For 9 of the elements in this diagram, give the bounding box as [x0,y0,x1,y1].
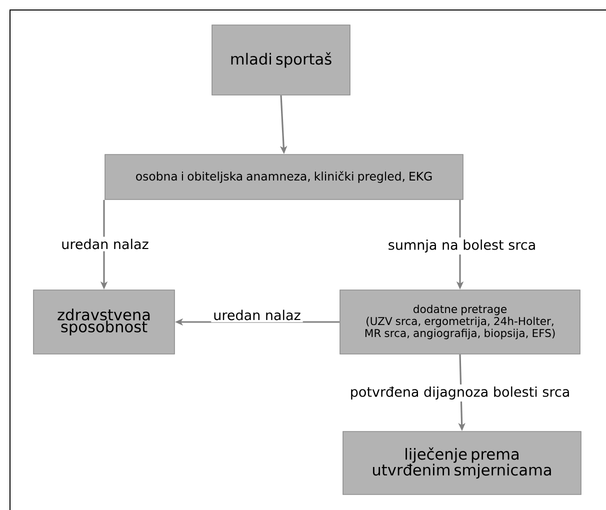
edge-label: uredan nalaz [59,236,151,252]
edge-label: sumnja na bolest srca [386,237,538,255]
process-box: dodatne pretrage (UZV srca, ergometrija, 24h-Holter, MR srca, angiografija, biopsija, EFS) [340,290,580,354]
edge-label: uredan nalaz [211,308,303,322]
process-box: liječenje prema utvrđenim smjernicama [342,431,582,495]
edge-label: potvrđena dijagnoza bolesti srca [348,384,572,402]
process-box: zdravstvena sposobnost [33,290,175,354]
process-box: osobna i obiteljska anamneza, klinički pregled, EKG [104,154,464,200]
process-box: mladi sportaš [212,24,350,96]
